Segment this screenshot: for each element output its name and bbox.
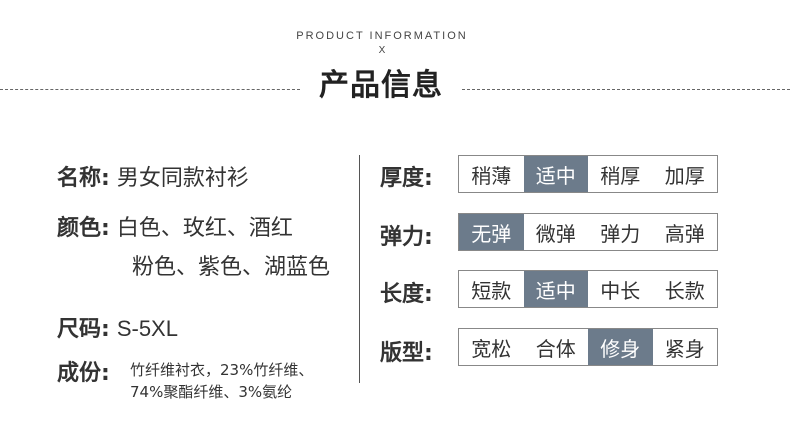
attr-option-length-0: 短款 <box>471 278 512 303</box>
info-row-material: 成份: <box>57 355 110 387</box>
header-english-title: PRODUCT INFORMATION <box>296 30 468 42</box>
attr-option-fit-3: 紧身 <box>664 336 705 361</box>
attr-option-elasticity-3: 高弹 <box>664 221 705 246</box>
attr-options-thickness: 稍薄 适中 稍厚 加厚 <box>458 155 718 193</box>
info-row-size: 尺码: S-5XL <box>57 311 178 343</box>
attr-option-fit-0: 宽松 <box>471 336 512 361</box>
info-row-color-line2: 粉色、紫色、湖蓝色 <box>132 249 330 281</box>
attr-option-elasticity-0: 无弹 <box>459 214 524 250</box>
info-value-name: 男女同款衬衫 <box>116 166 249 191</box>
attr-options-fit: 宽松 合体 修身 紧身 <box>458 328 718 366</box>
attr-label-fit: 版型: <box>380 341 433 366</box>
attr-option-thickness-0: 稍薄 <box>471 163 512 188</box>
info-value-material-line2: 74%聚酯纤维、3%氨纶 <box>130 383 293 401</box>
info-label-size: 尺码: <box>57 317 110 342</box>
info-row-name: 名称: 男女同款衬衫 <box>57 160 249 192</box>
attr-option-thickness-1: 适中 <box>523 156 588 192</box>
info-value-color-line2: 粉色、紫色、湖蓝色 <box>132 255 331 280</box>
attr-option-thickness-2: 稍厚 <box>600 163 641 188</box>
header-divider-left <box>0 89 300 90</box>
attr-option-elasticity-2: 弹力 <box>600 221 641 246</box>
attr-option-length-3: 长款 <box>664 278 705 303</box>
attr-options-elasticity: 无弹 微弹 弹力 高弹 <box>458 213 718 251</box>
info-label-name: 名称: <box>57 166 110 191</box>
info-value-material-line1: 竹纤维衬衣，23%竹纤维、 <box>130 361 314 379</box>
header-chinese-title: 产品信息 <box>319 68 443 103</box>
attr-label-elasticity: 弹力: <box>380 225 433 250</box>
vertical-divider <box>359 155 360 383</box>
attr-label-thickness: 厚度: <box>380 166 433 191</box>
header-divider-right <box>462 89 790 90</box>
attr-option-elasticity-1: 微弹 <box>535 221 576 246</box>
info-label-material: 成份: <box>57 361 110 386</box>
attr-options-length: 短款 适中 中长 长款 <box>458 270 718 308</box>
attr-option-thickness-3: 加厚 <box>664 163 705 188</box>
info-label-color: 颜色: <box>57 216 110 241</box>
attr-label-length: 长度: <box>380 282 433 307</box>
info-value-color-line1: 白色、玫红、酒红 <box>116 216 293 241</box>
attr-option-fit-1: 合体 <box>535 336 576 361</box>
info-row-color: 颜色: 白色、玫红、酒红 <box>57 210 293 242</box>
attr-option-fit-2: 修身 <box>588 329 653 365</box>
info-value-size: S-5XL <box>116 316 178 341</box>
attr-option-length-1: 适中 <box>523 271 588 307</box>
attr-option-length-2: 中长 <box>600 278 641 303</box>
header-x-mark: X <box>378 45 386 56</box>
